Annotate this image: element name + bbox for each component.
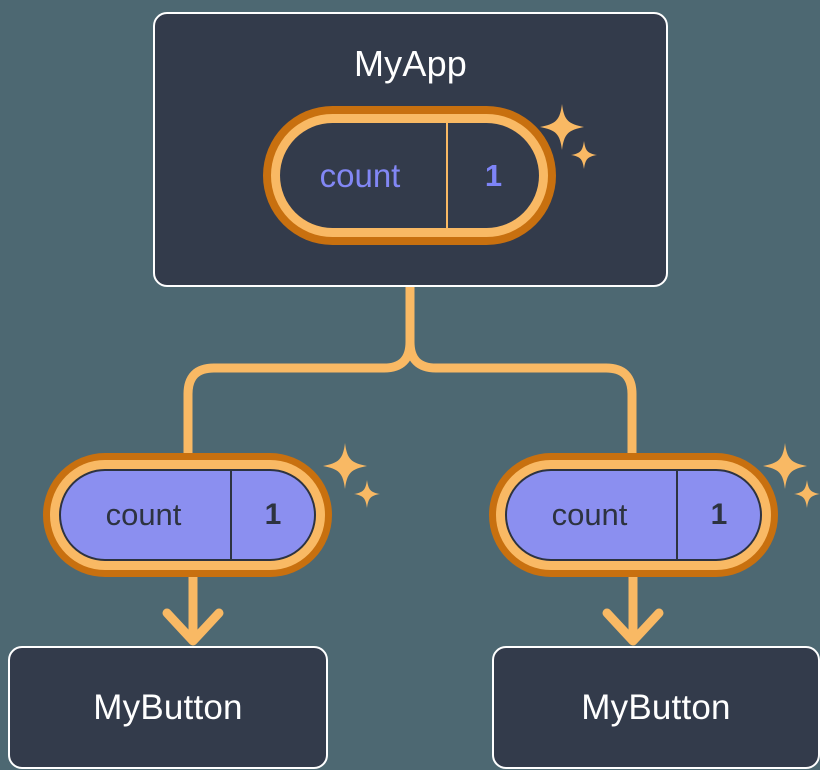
sparkle-small-icon: [794, 480, 820, 508]
state-pill-myapp[interactable]: count 1: [263, 106, 556, 245]
pill-divider: [230, 471, 232, 559]
state-pill-child-left[interactable]: count 1: [43, 453, 332, 577]
component-title-mybutton-right: MyButton: [581, 687, 731, 727]
pill-content: count 1: [280, 123, 539, 228]
sparkle-large-icon: [323, 443, 367, 489]
component-title-mybutton-left: MyButton: [93, 687, 243, 727]
state-value-label: 1: [264, 498, 282, 531]
component-card-mybutton-right[interactable]: MyButton: [492, 646, 820, 769]
pill-divider: [446, 123, 448, 228]
component-card-mybutton-left[interactable]: MyButton: [8, 646, 328, 769]
pill-content: count 1: [505, 469, 762, 561]
state-pill-child-right[interactable]: count 1: [489, 453, 778, 577]
arrowhead-left-icon: [162, 608, 224, 646]
pill-divider: [676, 471, 678, 559]
sparkle-small-icon: [354, 480, 380, 508]
state-value-label: 1: [484, 157, 503, 193]
state-value-label: 1: [710, 498, 728, 531]
arrowhead-right-icon: [602, 608, 664, 646]
connector-fork-root-to-children: [183, 282, 637, 458]
state-key-label: count: [105, 497, 182, 532]
sparkle-large-icon: [763, 443, 807, 489]
state-key-label: count: [551, 497, 628, 532]
component-title-myapp: MyApp: [353, 43, 468, 84]
state-key-label: count: [319, 156, 401, 194]
pill-content: count 1: [59, 469, 316, 561]
